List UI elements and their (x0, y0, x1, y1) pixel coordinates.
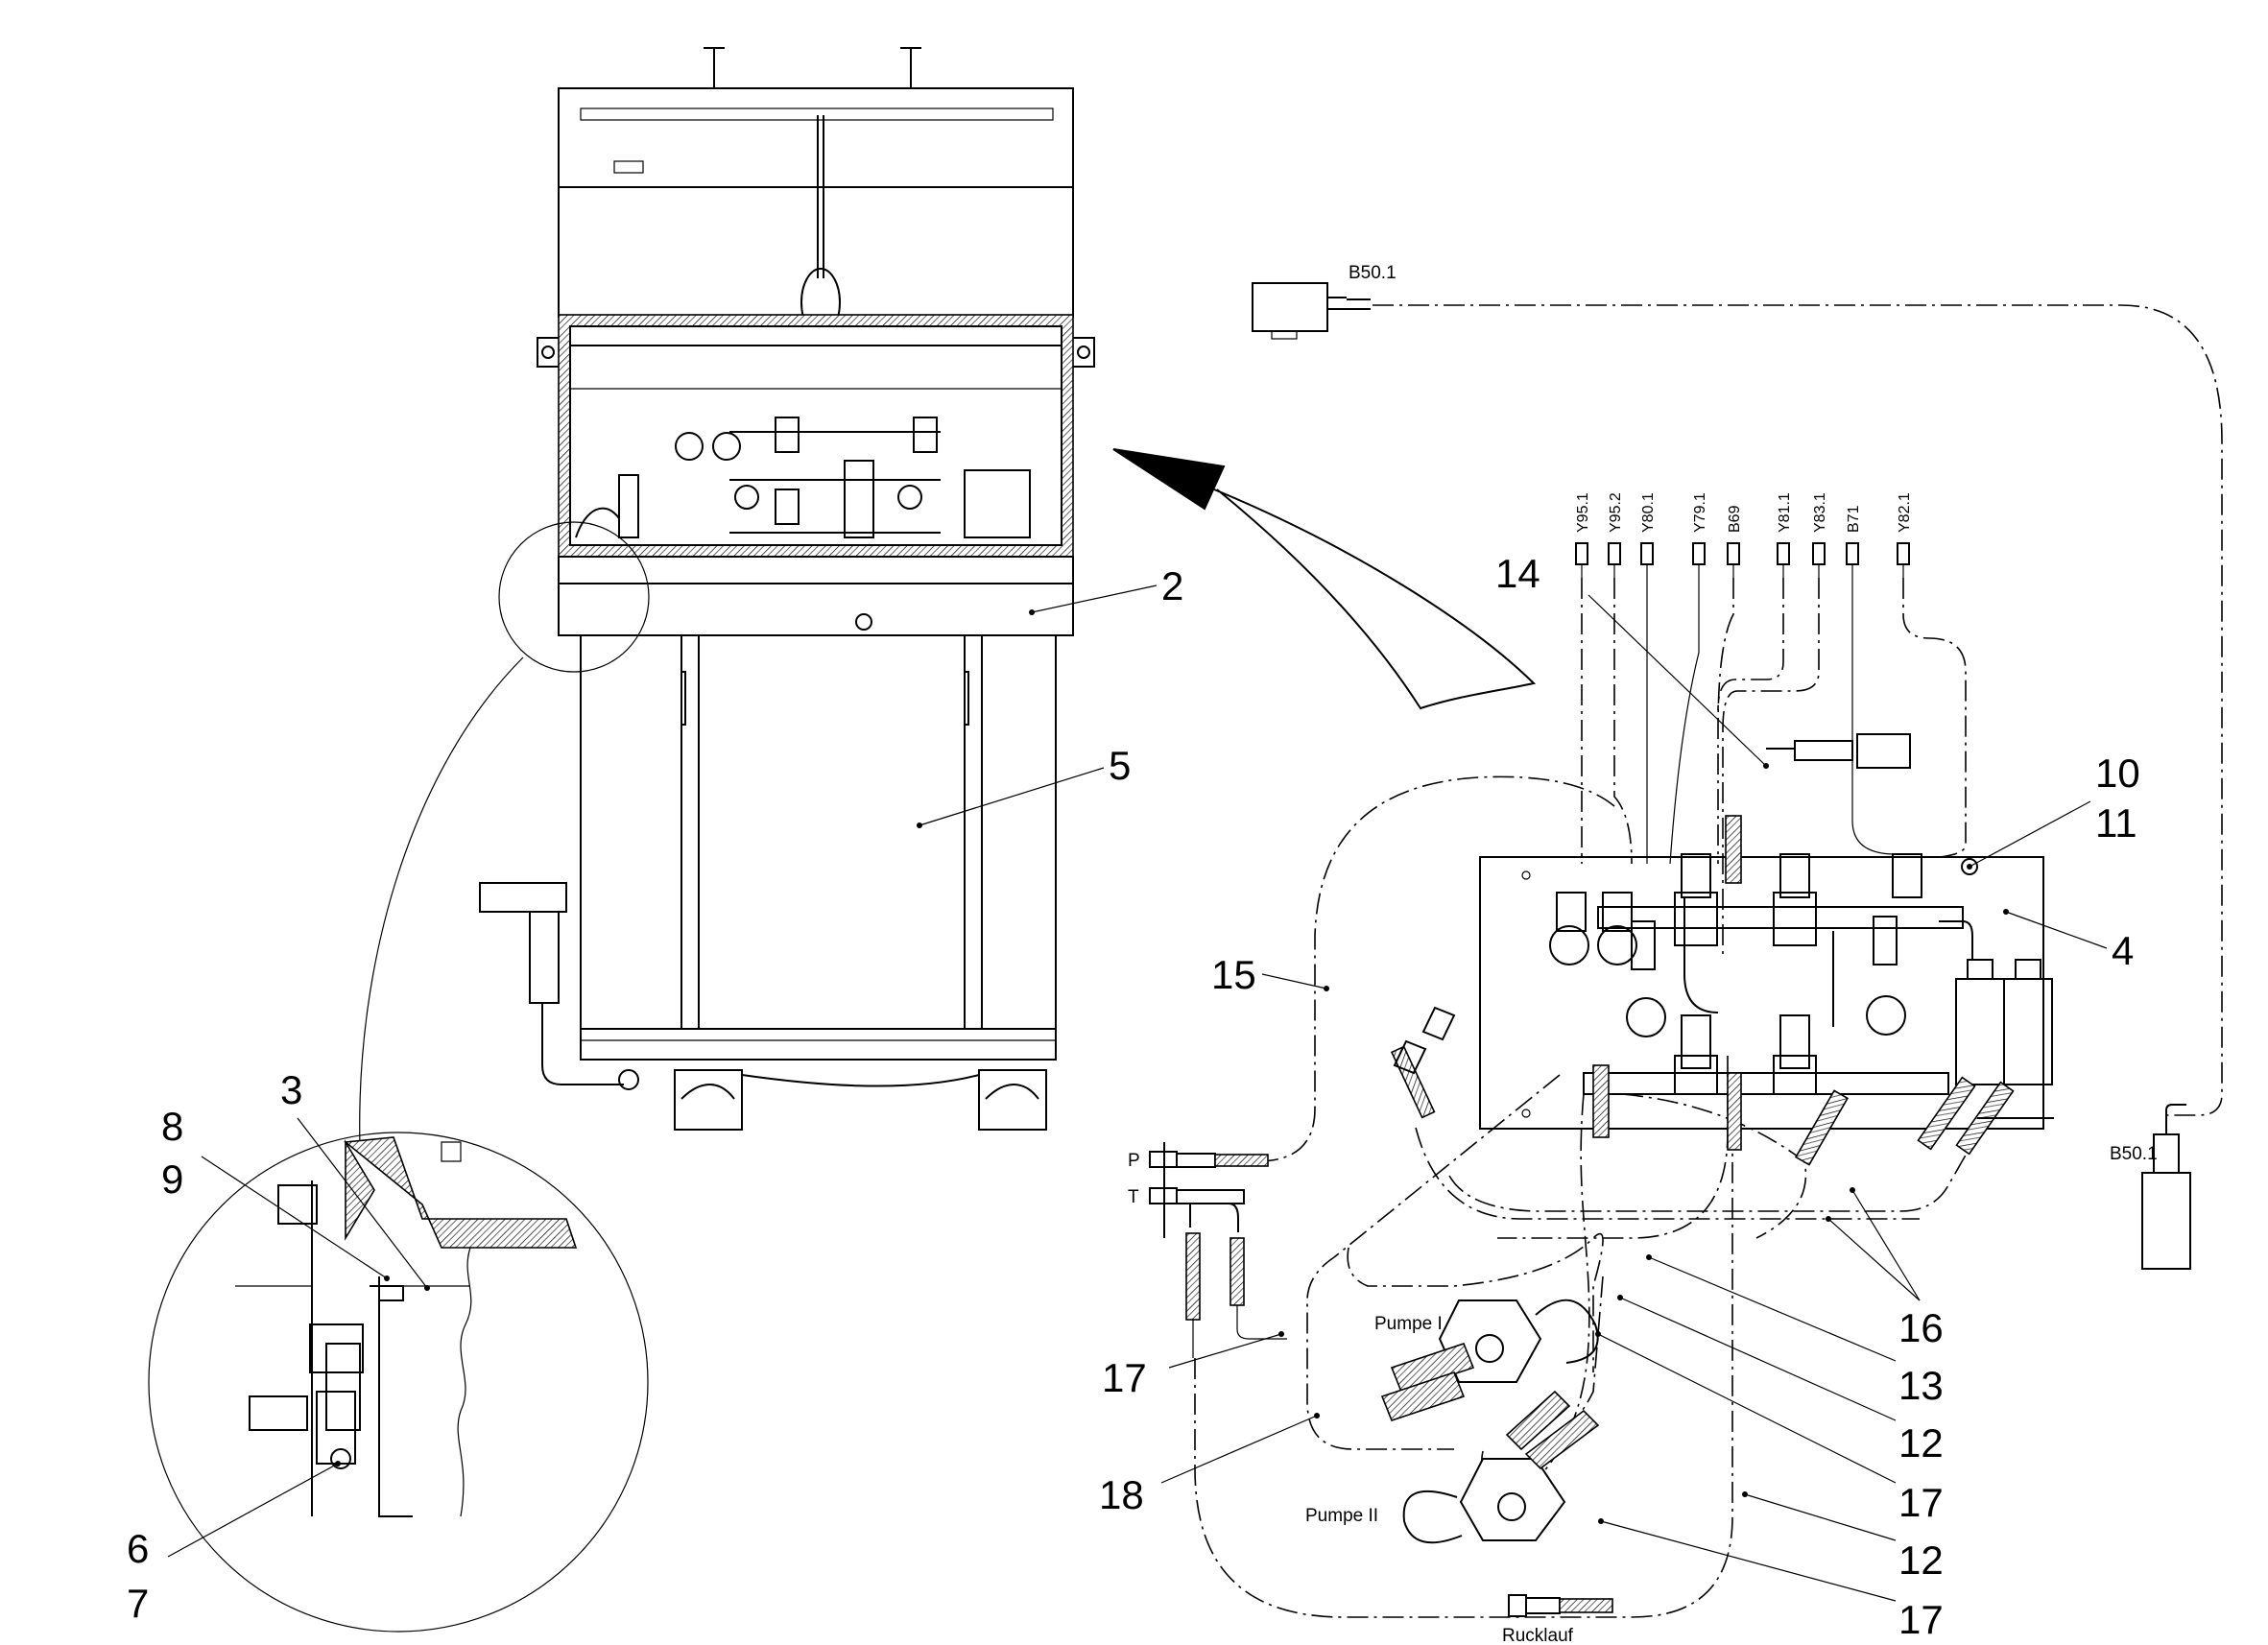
connector-label: Y81.1 (1777, 492, 1793, 533)
connector-label: Y95.2 (1608, 492, 1624, 533)
connector-plug (1640, 542, 1654, 565)
connector-plug (1575, 542, 1588, 565)
callout-17: 17 (1898, 1480, 1944, 1525)
connector-plug (1897, 542, 1910, 565)
hatched-hoses (1390, 815, 2054, 1166)
detail-view (148, 1132, 649, 1633)
callout-10: 10 (2095, 751, 2140, 796)
callout-12: 12 (1898, 1538, 1944, 1583)
connector-plug (1692, 542, 1706, 565)
callout-9: 9 (161, 1156, 183, 1202)
connector-label: B69 (1727, 505, 1743, 533)
callout-14: 14 (1495, 551, 1540, 596)
return-port (1508, 1594, 1613, 1617)
callout-5: 5 (1109, 743, 1131, 788)
sensor-label: B50.1 (2110, 1144, 2158, 1164)
connector-label: B71 (1846, 505, 1862, 533)
detail-marker-circle (498, 521, 650, 673)
view-arrow (1112, 448, 1537, 710)
callout-11: 11 (2095, 800, 2137, 846)
sensor-label: B50.1 (1349, 263, 1397, 283)
return-label: Rucklauf (1502, 1626, 1574, 1645)
cabinet-lower-body (580, 634, 1057, 1030)
cabinet-assembly (479, 47, 1095, 1131)
sensor-b50-right (2141, 1104, 2191, 1270)
callout-17: 17 (1898, 1597, 1944, 1642)
pump-1 (1380, 1299, 1599, 1421)
connector-plug (1846, 542, 1859, 565)
callout-15: 15 (1211, 952, 1256, 997)
connector-plug (1777, 542, 1790, 565)
callout-2: 2 (1161, 563, 1183, 608)
connector-label: Y95.1 (1575, 492, 1591, 533)
callout-6: 6 (127, 1526, 149, 1571)
connector-plug (1812, 542, 1826, 565)
cabinet-base-plate (558, 556, 1074, 636)
connector-label: Y80.1 (1640, 492, 1657, 533)
cabinet-lid (558, 87, 1074, 318)
callout-numbers: 2 5 3 8 9 6 7 14 10 11 4 15 16 13 12 17 … (127, 551, 2140, 1642)
connector-plug (1727, 542, 1740, 565)
pump-1-label: Pumpe I (1374, 1314, 1443, 1334)
text-labels: B50.1 B50.1 P T Pumpe I Pumpe II Rucklau… (1128, 263, 2158, 1645)
connector-label: Y79.1 (1692, 492, 1708, 533)
port-p-label: P (1128, 1151, 1140, 1171)
connector-row: Y95.1 Y95.2 Y80.1 Y79.1 B69 Y81.1 Y83.1 B71 Y82.… (1575, 492, 1913, 578)
pump-2 (1402, 1390, 1600, 1544)
pump-2-label: Pumpe II (1305, 1506, 1378, 1526)
connector-label: Y82.1 (1897, 492, 1913, 533)
callout-18: 18 (1099, 1472, 1144, 1517)
lid-handle (704, 47, 921, 89)
valve-plate (1479, 853, 2053, 1130)
callout-8: 8 (161, 1104, 183, 1149)
internal-valve-block (570, 345, 1062, 538)
callout-12: 12 (1898, 1420, 1944, 1466)
sensor-b50-top (1252, 282, 1371, 340)
callout-4: 4 (2112, 928, 2134, 973)
callout-16: 16 (1898, 1305, 1944, 1350)
connector-label: Y83.1 (1812, 492, 1828, 533)
callout-13: 13 (1898, 1363, 1944, 1408)
connector-plug (1608, 542, 1621, 565)
callout-3: 3 (280, 1067, 302, 1112)
leader-lines (167, 584, 2108, 1602)
pt-ports (1149, 1142, 1287, 1358)
port-t-label: T (1128, 1187, 1139, 1207)
callout-7: 7 (127, 1581, 149, 1626)
callout-17: 17 (1102, 1355, 1147, 1400)
